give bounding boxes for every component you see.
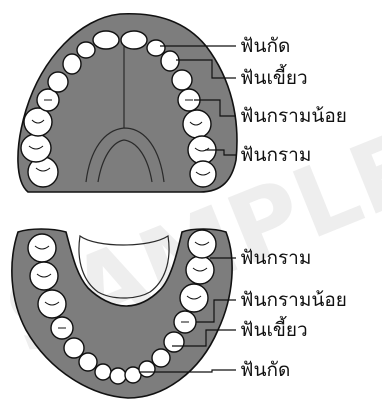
upper-incisor: [77, 42, 95, 58]
label-upper-incisor: ฟันกัด: [240, 35, 290, 57]
lower-premolar: [64, 338, 84, 358]
label-upper-canine: ฟันเขี้ยว: [240, 64, 308, 89]
label-lower-canine: ฟันเขี้ยว: [240, 316, 308, 341]
upper-molar: [21, 134, 51, 162]
upper-premolar: [48, 72, 68, 92]
label-lower-incisor: ฟันกัด: [240, 359, 290, 381]
upper-incisor: [121, 31, 147, 49]
lower-molar: [186, 256, 214, 284]
upper-jaw: [18, 14, 237, 192]
lower-molar: [28, 234, 56, 262]
lower-molar: [38, 290, 66, 318]
lower-molar: [30, 262, 58, 290]
upper-canine: [161, 51, 179, 71]
upper-incisor: [93, 31, 119, 49]
lower-molar: [180, 284, 208, 312]
upper-incisor: [147, 40, 165, 56]
label-upper-molar: ฟันกราม: [240, 144, 311, 166]
label-upper-premolar: ฟันกรามน้อย: [240, 105, 347, 127]
lower-molar: [188, 230, 216, 258]
label-lower-molar: ฟันกราม: [240, 247, 311, 269]
lower-canine: [152, 349, 170, 367]
lower-canine: [79, 353, 97, 371]
upper-premolar: [172, 70, 192, 90]
upper-canine: [63, 54, 81, 74]
lower-premolar: [164, 332, 184, 352]
upper-molar: [183, 110, 211, 138]
upper-molar: [190, 161, 216, 187]
lower-incisor: [110, 368, 126, 384]
lower-incisor: [95, 364, 111, 380]
lower-incisor: [139, 361, 155, 377]
label-lower-premolar: ฟันกรามน้อย: [240, 289, 347, 311]
upper-molar: [24, 108, 52, 136]
